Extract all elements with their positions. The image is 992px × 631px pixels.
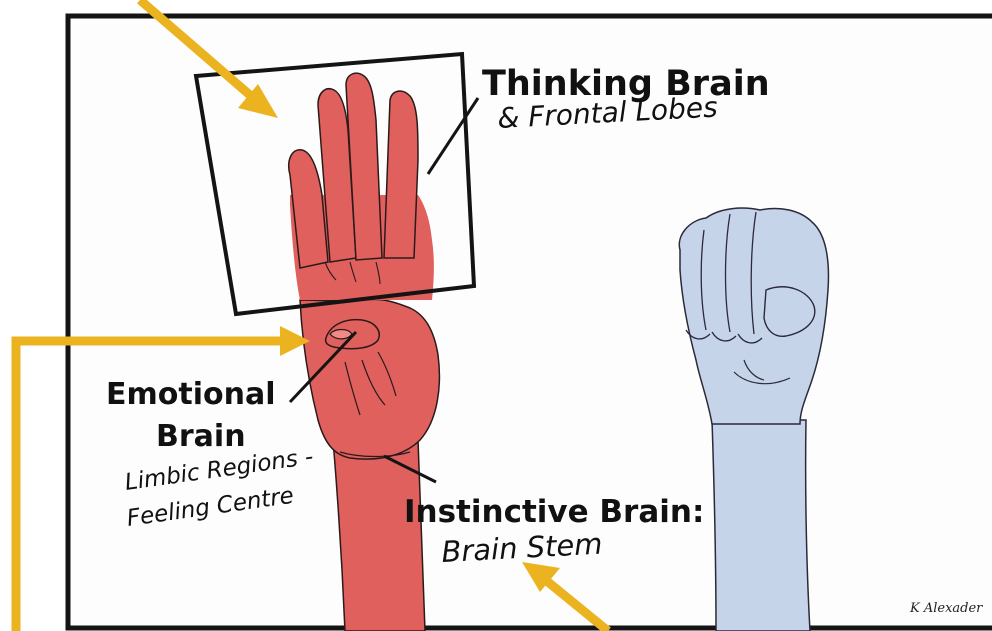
red-thumbnail [330,330,352,339]
emotional-brain-title-line2: Brain [156,419,246,454]
emotional-brain-title-line1: Emotional [106,377,275,412]
blue-forearm [712,420,810,631]
instinctive-brain-title: Instinctive Brain: [404,494,704,530]
artist-signature: K Alexader [909,601,983,616]
red-finger-little [384,91,418,258]
